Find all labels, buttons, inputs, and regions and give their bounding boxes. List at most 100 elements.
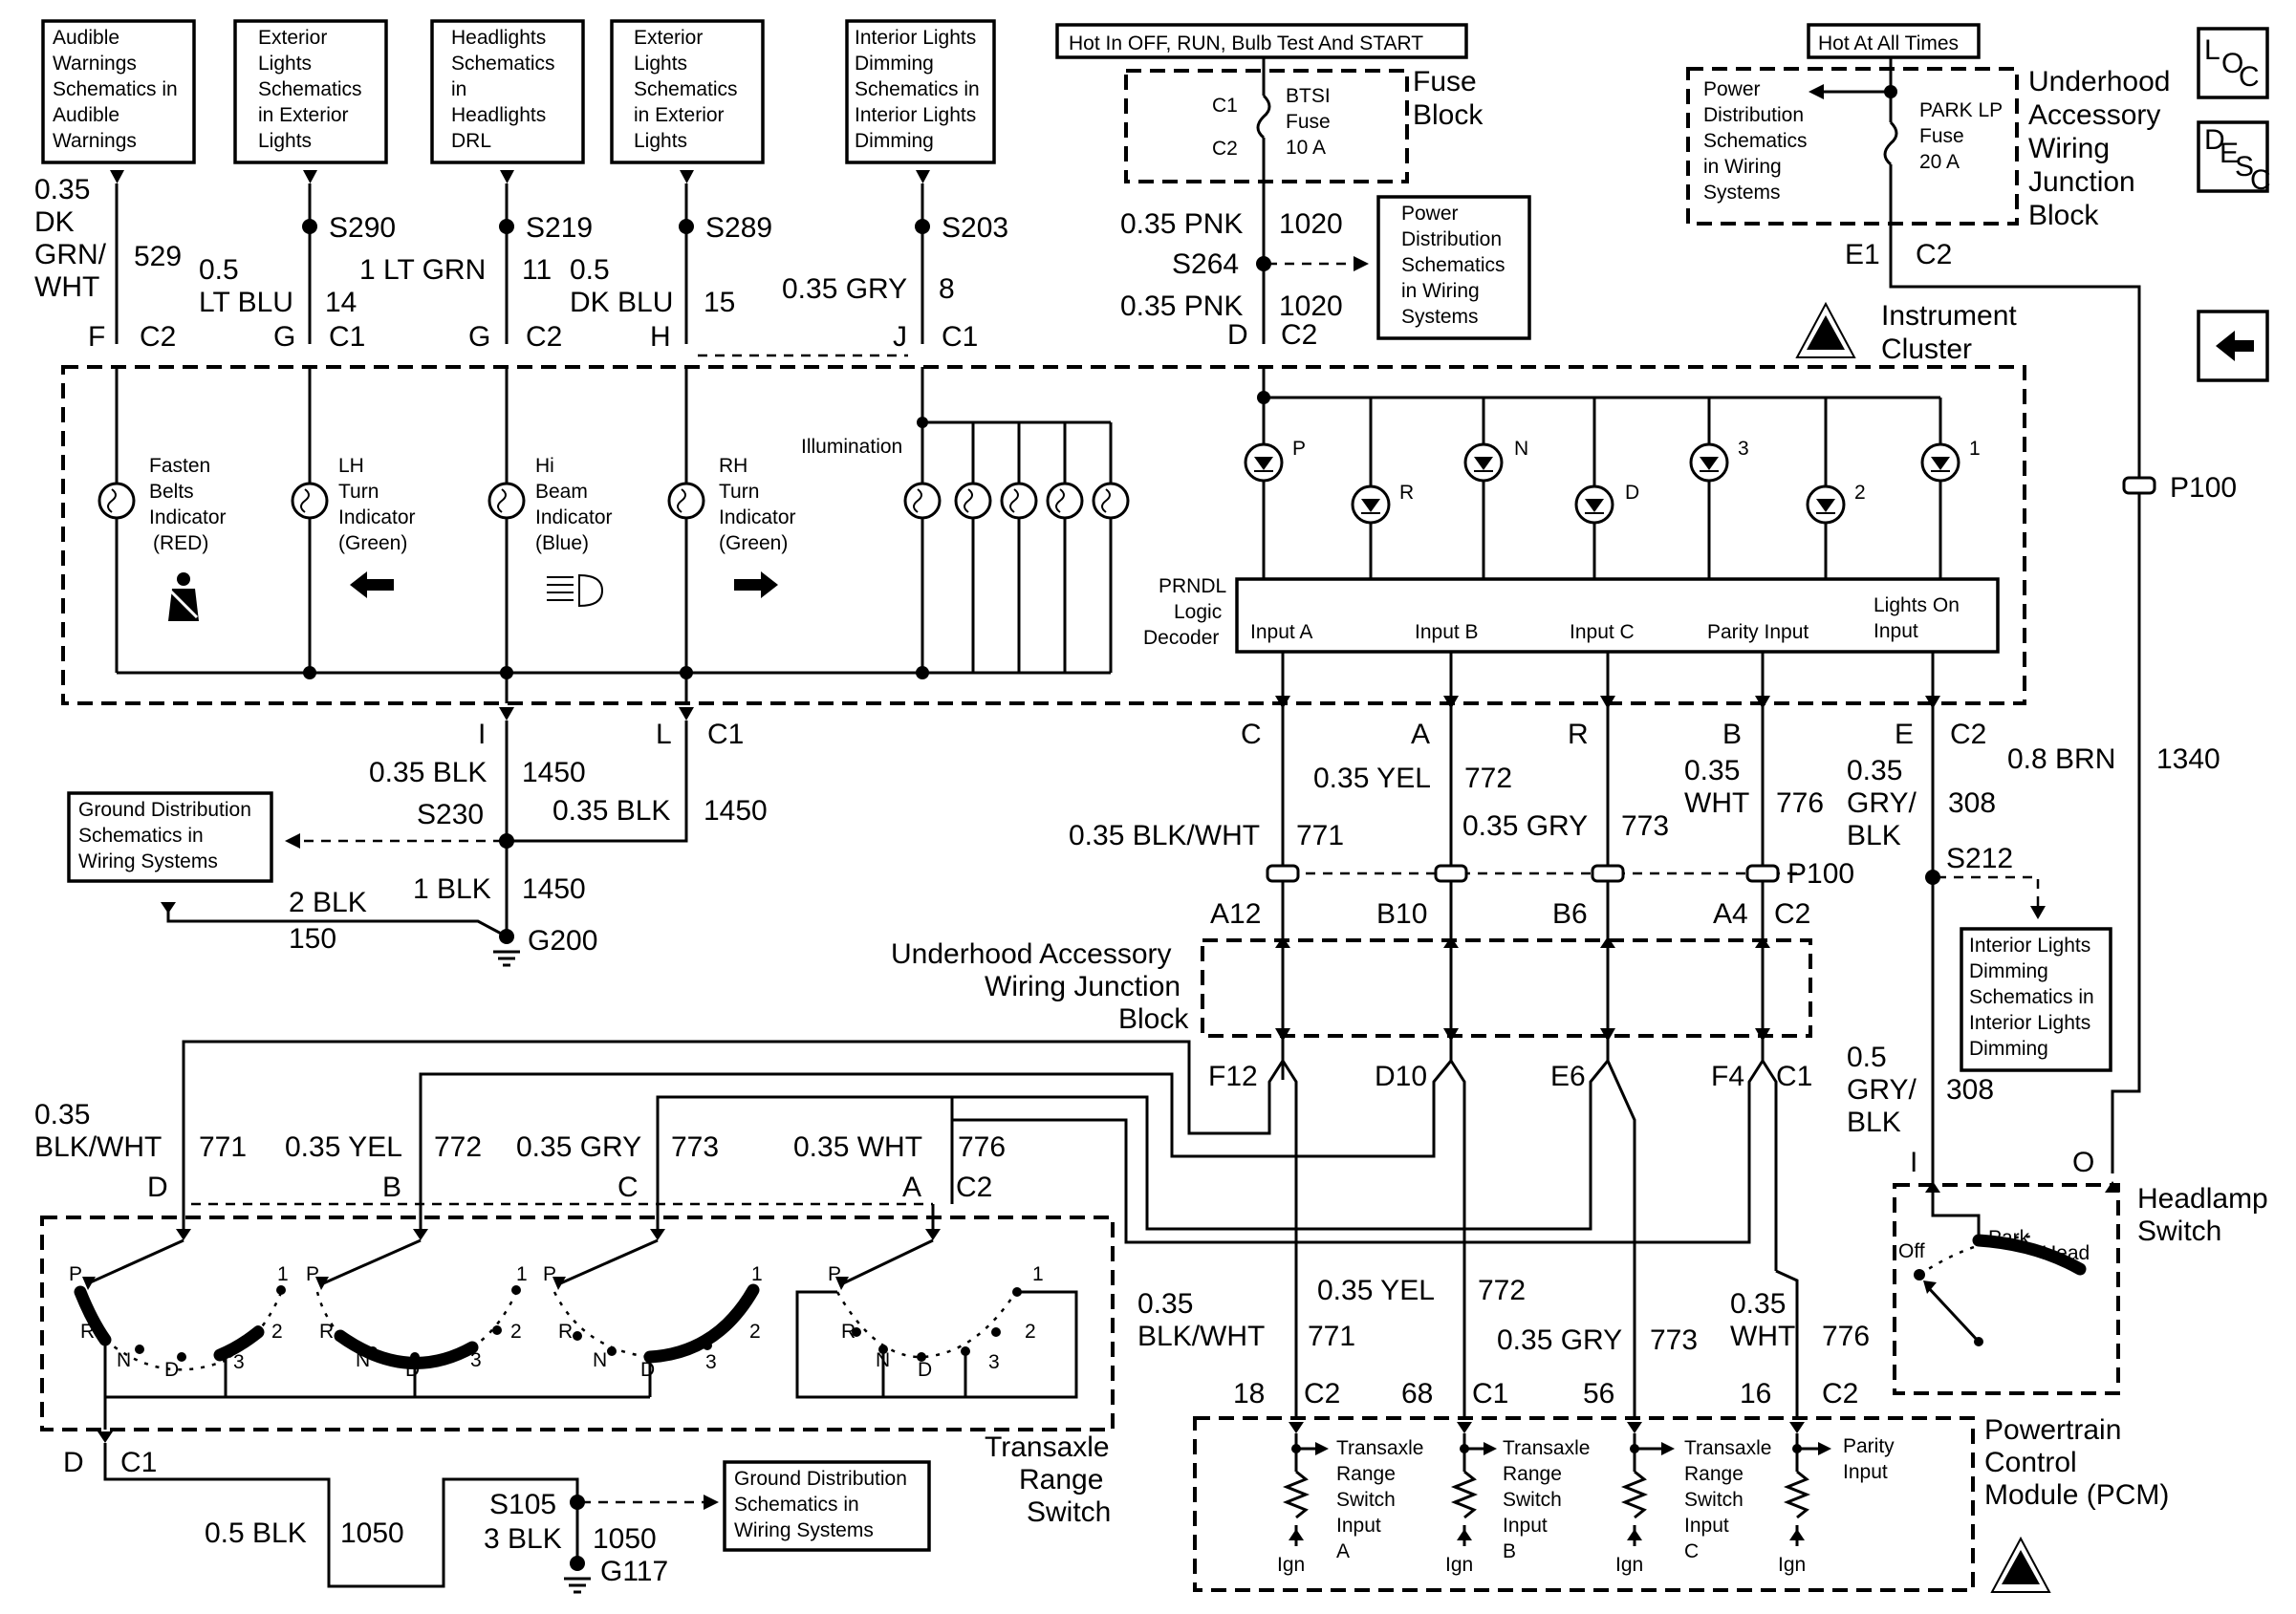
fuse-block[interactable]: Fuse Block C1 C2 BTSI Fuse 10 A <box>1124 57 1484 344</box>
svg-text:Turn: Turn <box>719 481 759 503</box>
ref-interior-dimming-top[interactable]: Interior Lights Dimming Schematics in In… <box>845 19 996 164</box>
svg-text:Exterior: Exterior <box>634 27 703 49</box>
svg-text:Wiring Systems: Wiring Systems <box>78 850 218 872</box>
prndl-logic-decoder[interactable]: PRNDL Logic Decoder Input A Input B Inpu… <box>1143 575 2000 654</box>
svg-text:Interior Lights: Interior Lights <box>855 104 976 126</box>
pcm-input-b: Ign Transaxle Range Switch Input B <box>1445 1433 1590 1576</box>
svg-text:771: 771 <box>1308 1321 1355 1352</box>
svg-text:18: 18 <box>1233 1378 1265 1410</box>
svg-text:Indicator: Indicator <box>719 506 796 528</box>
svg-text:Fuse: Fuse <box>1286 111 1331 133</box>
svg-text:773: 773 <box>671 1131 719 1163</box>
fasten-belts-indicator: Fasten Belts Indicator (RED) <box>97 455 227 621</box>
svg-text:RH: RH <box>719 455 747 477</box>
svg-text:0.5: 0.5 <box>570 254 610 286</box>
right-arrow-icon <box>734 571 778 598</box>
transaxle-range-switch[interactable]: Transaxle Range Switch P R N D 3 2 1 P <box>40 1216 1115 1594</box>
svg-text:772: 772 <box>434 1131 482 1163</box>
ref-interior-dimming-right[interactable]: Interior Lights Dimming Schematics in In… <box>1960 927 2112 1072</box>
svg-text:150: 150 <box>289 923 336 955</box>
powertrain-control-module[interactable]: Powertrain Control Module (PCM) Ign Tran… <box>1193 1414 2169 1593</box>
ref-exterior-lights-1[interactable]: Exterior Lights Schematics in Exterior L… <box>233 19 388 164</box>
svg-text:DRL: DRL <box>451 130 491 152</box>
svg-text:E: E <box>1895 719 1914 750</box>
svg-text:Schematics: Schematics <box>451 53 555 75</box>
svg-text:Range: Range <box>1019 1464 1103 1496</box>
svg-text:A: A <box>1336 1540 1350 1562</box>
svg-text:16: 16 <box>1740 1378 1771 1410</box>
ref-power-distribution-1[interactable]: Power Distribution Schematics in Wiring … <box>1376 195 1531 340</box>
svg-text:Interior Lights: Interior Lights <box>1969 1012 2090 1034</box>
svg-text:Ign: Ign <box>1778 1554 1806 1576</box>
svg-text:3: 3 <box>988 1351 1000 1373</box>
svg-text:56: 56 <box>1583 1378 1614 1410</box>
svg-text:D10: D10 <box>1375 1061 1427 1092</box>
svg-text:Ign: Ign <box>1445 1554 1473 1576</box>
svg-text:N: N <box>356 1349 370 1371</box>
ref-ground-distribution-2[interactable]: Ground Distribution Schematics in Wiring… <box>723 1460 931 1552</box>
svg-text:0.35 BLK: 0.35 BLK <box>552 795 670 827</box>
svg-text:D: D <box>1625 482 1639 504</box>
ref-audible-warnings[interactable]: Audible Warnings Schematics in Audible W… <box>41 19 196 164</box>
svg-text:P100: P100 <box>1787 858 1854 890</box>
svg-text:C1: C1 <box>120 1447 157 1478</box>
back-arrow-icon[interactable] <box>2197 310 2269 382</box>
svg-text:E: E <box>2220 138 2239 169</box>
svg-text:Switch: Switch <box>2137 1216 2221 1247</box>
svg-text:Off: Off <box>1898 1240 1925 1262</box>
svg-text:1020: 1020 <box>1279 291 1343 322</box>
uajb-top[interactable]: Underhood Accessory Wiring Junction Bloc… <box>1686 57 2170 270</box>
svg-text:Cluster: Cluster <box>1881 334 1972 365</box>
svg-text:772: 772 <box>1478 1275 1526 1306</box>
svg-text:2: 2 <box>749 1321 761 1343</box>
svg-text:PRNDL: PRNDL <box>1159 575 1226 597</box>
svg-text:C2: C2 <box>1916 239 1952 270</box>
svg-text:BTSI: BTSI <box>1286 85 1331 107</box>
svg-text:Module (PCM): Module (PCM) <box>1984 1479 2169 1511</box>
svg-text:Exterior: Exterior <box>258 27 327 49</box>
uajb-middle[interactable]: Underhood Accessory Wiring Junction Bloc… <box>891 936 1812 1092</box>
svg-text:1020: 1020 <box>1279 208 1343 240</box>
svg-text:(RED): (RED) <box>153 532 208 554</box>
svg-text:Interior Lights: Interior Lights <box>855 27 976 49</box>
svg-text:B: B <box>382 1172 401 1203</box>
svg-text:DK BLU: DK BLU <box>570 287 673 318</box>
desc-nav-icon[interactable]: D E S C <box>2197 120 2271 196</box>
svg-text:P: P <box>306 1263 319 1285</box>
svg-text:776: 776 <box>958 1131 1006 1163</box>
svg-text:0.35 YEL: 0.35 YEL <box>1313 763 1431 794</box>
svg-text:C: C <box>1684 1540 1699 1562</box>
svg-text:B: B <box>1722 719 1742 750</box>
svg-text:R: R <box>80 1321 95 1343</box>
svg-text:G: G <box>273 321 295 353</box>
svg-text:1: 1 <box>516 1263 528 1285</box>
prndl-led-bus <box>1257 367 1940 404</box>
svg-text:Wiring: Wiring <box>2028 133 2110 164</box>
pcm-input-c: Ign Transaxle Range Switch Input C <box>1615 1433 1771 1576</box>
svg-text:J: J <box>893 321 907 353</box>
ref-ground-distribution-1[interactable]: Ground Distribution Schematics in Wiring… <box>67 791 273 883</box>
lh-turn-indicator: LH Turn Indicator (Green) <box>291 455 416 598</box>
svg-text:0.35: 0.35 <box>34 1099 90 1130</box>
svg-text:C: C <box>2250 164 2271 196</box>
svg-text:Distribution: Distribution <box>1401 228 1502 250</box>
svg-text:1 BLK: 1 BLK <box>413 873 491 905</box>
svg-text:Wiring Junction: Wiring Junction <box>985 971 1180 1002</box>
svg-text:N: N <box>117 1349 131 1371</box>
svg-text:(Green): (Green) <box>338 532 407 554</box>
svg-text:68: 68 <box>1401 1378 1433 1410</box>
svg-text:Schematics in: Schematics in <box>78 825 204 847</box>
svg-text:D: D <box>405 1359 420 1381</box>
svg-text:Schematics: Schematics <box>1401 254 1505 276</box>
svg-text:R: R <box>841 1321 856 1343</box>
feed-wire-1020: 0.35 PNK 1020 S264 0.35 PNK 1020 D C2 <box>1120 208 1369 351</box>
instrument-cluster[interactable]: Instrument Cluster <box>61 300 2026 705</box>
svg-text:10 A: 10 A <box>1286 137 1326 159</box>
loc-nav-icon[interactable]: L O C <box>2197 27 2269 99</box>
ref-exterior-lights-2[interactable]: Exterior Lights Schematics in Exterior L… <box>610 19 765 164</box>
headlamp-switch[interactable]: Headlamp Switch I O Off Park Head <box>1893 1147 2268 1395</box>
ref-headlights[interactable]: Headlights Schematics in Headlights DRL <box>430 19 585 164</box>
svg-text:Lights: Lights <box>258 53 312 75</box>
svg-text:Control: Control <box>1984 1447 2077 1478</box>
